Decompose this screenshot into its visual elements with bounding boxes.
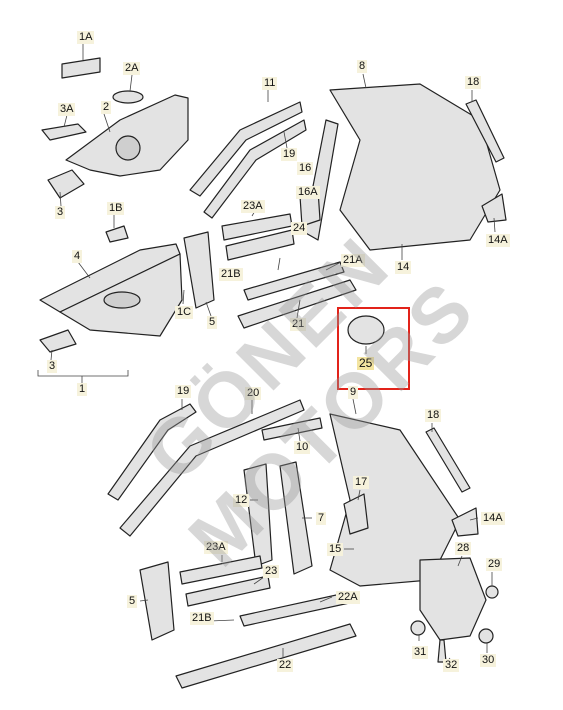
label-4: 4 bbox=[72, 250, 83, 263]
part-1a-patch bbox=[61, 57, 101, 79]
part-21-sill bbox=[237, 279, 357, 329]
fuel-door-highlight-box bbox=[337, 307, 410, 390]
part-5b-pillar bbox=[139, 561, 175, 641]
label-7: 7 bbox=[316, 512, 327, 525]
label-1a: 1A bbox=[77, 31, 95, 44]
label-24: 24 bbox=[291, 222, 308, 235]
label-11: 11 bbox=[262, 77, 278, 90]
label-2a: 2A bbox=[123, 62, 141, 75]
label-21: 21 bbox=[290, 318, 307, 331]
part-25-fuel-door bbox=[347, 315, 385, 345]
label-5-lower: 5 bbox=[127, 595, 138, 608]
label-30: 30 bbox=[480, 654, 497, 667]
label-28: 28 bbox=[455, 542, 472, 555]
label-32: 32 bbox=[443, 659, 460, 672]
part-22-sill bbox=[175, 623, 357, 689]
part-8-quarter-panel bbox=[329, 83, 501, 251]
label-14: 14 bbox=[395, 261, 412, 274]
label-14a: 14A bbox=[486, 234, 510, 247]
part-17-bracket bbox=[343, 493, 369, 535]
label-21b: 21B bbox=[219, 268, 243, 281]
part-29-clip bbox=[485, 585, 499, 599]
label-19: 19 bbox=[281, 148, 298, 161]
part-18b-strip bbox=[425, 427, 471, 493]
label-18-lower: 18 bbox=[425, 409, 442, 422]
label-1b: 1B bbox=[107, 202, 125, 215]
label-19-lower: 19 bbox=[175, 385, 192, 398]
label-3-lower: 3 bbox=[47, 360, 58, 373]
label-23: 23 bbox=[263, 565, 280, 578]
label-16: 16 bbox=[297, 162, 314, 175]
part-14ab-bracket bbox=[451, 507, 479, 537]
part-10-rail bbox=[261, 417, 323, 441]
part-31-grommet bbox=[410, 620, 426, 636]
part-1b-clip bbox=[105, 225, 129, 243]
label-2: 2 bbox=[101, 101, 112, 114]
part-23ab-sill bbox=[179, 555, 263, 585]
part-14a-bracket bbox=[481, 193, 507, 223]
label-21b-lower: 21B bbox=[190, 612, 214, 625]
part-23-sill bbox=[185, 575, 271, 607]
part-5-pillar bbox=[183, 231, 215, 309]
label-17: 17 bbox=[353, 476, 370, 489]
label-10: 10 bbox=[294, 441, 311, 454]
part-21a-sill bbox=[243, 261, 345, 301]
part-4-rail bbox=[39, 243, 181, 313]
part-2a-grommet bbox=[112, 90, 144, 104]
part-7-pillar bbox=[279, 461, 313, 575]
part-28-liner bbox=[419, 557, 487, 641]
label-31: 31 bbox=[412, 646, 429, 659]
part-3-bracket bbox=[47, 169, 85, 199]
label-5: 5 bbox=[207, 316, 218, 329]
label-15: 15 bbox=[327, 543, 344, 556]
label-18: 18 bbox=[465, 76, 482, 89]
part-19b-rail bbox=[107, 403, 197, 501]
label-14a-lower: 14A bbox=[481, 512, 505, 525]
part-3b-bracket bbox=[39, 329, 77, 353]
part-24-sill bbox=[225, 229, 295, 261]
label-23a: 23A bbox=[241, 200, 265, 213]
label-25: 25 bbox=[357, 356, 375, 370]
label-3a: 3A bbox=[58, 103, 76, 116]
part-30-nut bbox=[478, 628, 494, 644]
label-16a: 16A bbox=[296, 186, 320, 199]
label-22: 22 bbox=[277, 659, 294, 672]
label-9: 9 bbox=[348, 386, 359, 399]
label-8: 8 bbox=[357, 60, 368, 73]
part-19-rail bbox=[203, 119, 307, 219]
label-12: 12 bbox=[233, 494, 250, 507]
label-3: 3 bbox=[55, 206, 66, 219]
part-12-pillar bbox=[243, 463, 273, 567]
label-29: 29 bbox=[486, 558, 503, 571]
part-3a-bracket bbox=[41, 123, 87, 141]
label-1c: 1C bbox=[175, 306, 194, 319]
part-11-rail bbox=[189, 101, 303, 197]
label-1: 1 bbox=[77, 383, 88, 396]
part-18-strip bbox=[465, 99, 505, 163]
label-23a-lower: 23A bbox=[204, 541, 228, 554]
part-20-rail bbox=[119, 399, 305, 537]
label-20: 20 bbox=[245, 387, 262, 400]
label-21a: 21A bbox=[341, 254, 365, 267]
label-22a: 22A bbox=[336, 591, 360, 604]
